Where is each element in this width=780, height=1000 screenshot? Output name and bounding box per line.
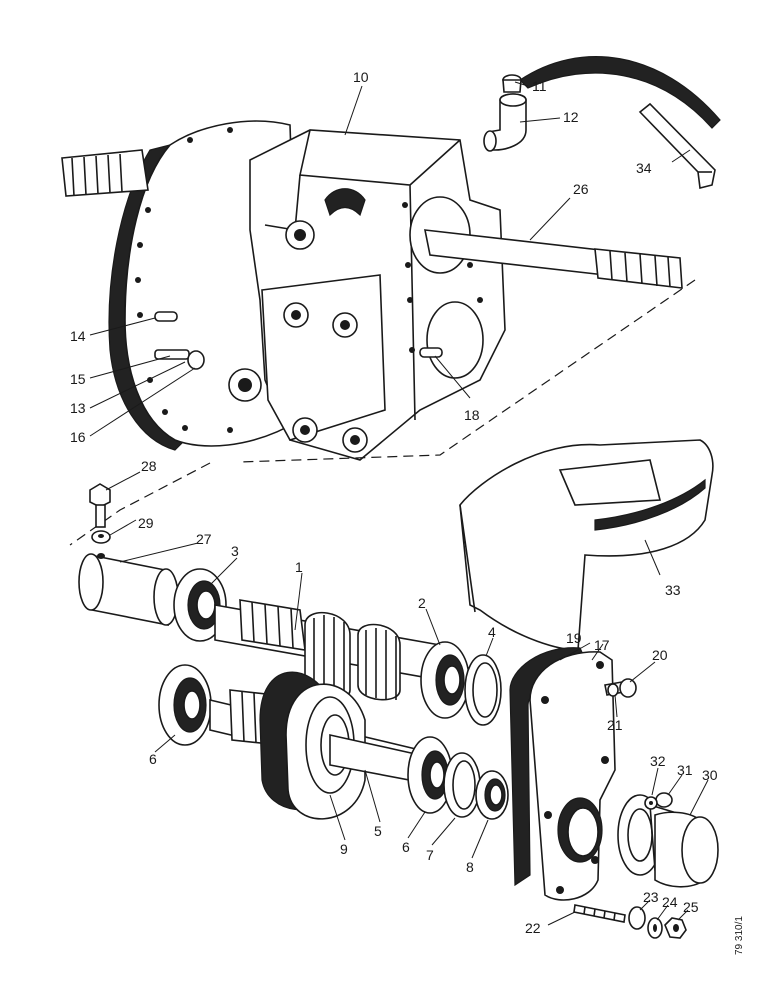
callout-28: 28 — [141, 458, 157, 474]
callout-29: 29 — [138, 515, 154, 531]
callout-34: 34 — [636, 160, 652, 176]
callout-20: 20 — [652, 647, 668, 663]
nut-25 — [664, 917, 687, 939]
leader-lines — [89, 81, 709, 926]
callout-11: 11 — [532, 78, 547, 94]
callout-4: 4 — [488, 624, 496, 640]
callout-17: 17 — [594, 637, 610, 653]
callout-25: 25 — [683, 899, 699, 915]
mainshaft-1 — [214, 599, 441, 701]
callout-6-left: 6 — [149, 751, 157, 767]
assembly-line-upper — [239, 279, 696, 463]
callout-30: 30 — [702, 767, 718, 783]
bearing-2 — [420, 641, 470, 719]
coupling-27 — [78, 553, 179, 626]
drawing-reference: 79 310/1 — [734, 916, 745, 955]
callout-22: 22 — [525, 920, 541, 936]
guard-33 — [459, 439, 714, 651]
ring-7 — [443, 752, 481, 818]
callout-24: 24 — [662, 894, 678, 910]
callout-23: 23 — [643, 889, 659, 905]
callout-8: 8 — [466, 859, 474, 875]
bolt-28-nut-29 — [89, 483, 111, 544]
shaft-26 — [424, 229, 683, 289]
layshaft-5 — [209, 671, 421, 820]
callout-2: 2 — [418, 595, 426, 611]
callout-15: 15 — [70, 371, 86, 387]
callout-16: 16 — [70, 429, 86, 445]
bolt-20 — [604, 678, 637, 698]
housing-30 — [617, 794, 719, 888]
callout-3: 3 — [231, 543, 239, 559]
washer-24 — [647, 917, 663, 939]
callout-19: 19 — [566, 630, 582, 646]
callout-32: 32 — [650, 753, 666, 769]
callout-14: 14 — [70, 328, 86, 344]
callout-7: 7 — [426, 847, 434, 863]
callout-27: 27 — [196, 531, 212, 547]
elbow-fitting-group — [483, 56, 721, 189]
callout-10: 10 — [353, 69, 369, 85]
callout-9: 9 — [340, 841, 348, 857]
callout-5: 5 — [374, 823, 382, 839]
callout-labels: 1 2 3 4 5 6 6 7 8 9 10 11 12 13 14 15 16… — [70, 69, 718, 936]
callout-26: 26 — [573, 181, 589, 197]
cover-17 — [529, 651, 616, 901]
callout-12: 12 — [563, 109, 579, 125]
callout-31: 31 — [677, 762, 693, 778]
callout-21: 21 — [607, 717, 623, 733]
bearing-6-left — [158, 664, 212, 746]
washer-23 — [628, 906, 646, 930]
assembly-line-lower — [69, 462, 211, 546]
ring-4 — [464, 654, 502, 726]
stud-22 — [573, 904, 626, 923]
bearing-6-right — [407, 736, 453, 814]
callout-1: 1 — [295, 559, 303, 575]
callout-33: 33 — [665, 582, 681, 598]
callout-13: 13 — [70, 400, 86, 416]
seal-8 — [475, 770, 509, 820]
stud-31-nut-32 — [644, 792, 673, 810]
gearbox-housing — [61, 120, 506, 461]
callout-6-right: 6 — [402, 839, 410, 855]
callout-18: 18 — [464, 407, 480, 423]
